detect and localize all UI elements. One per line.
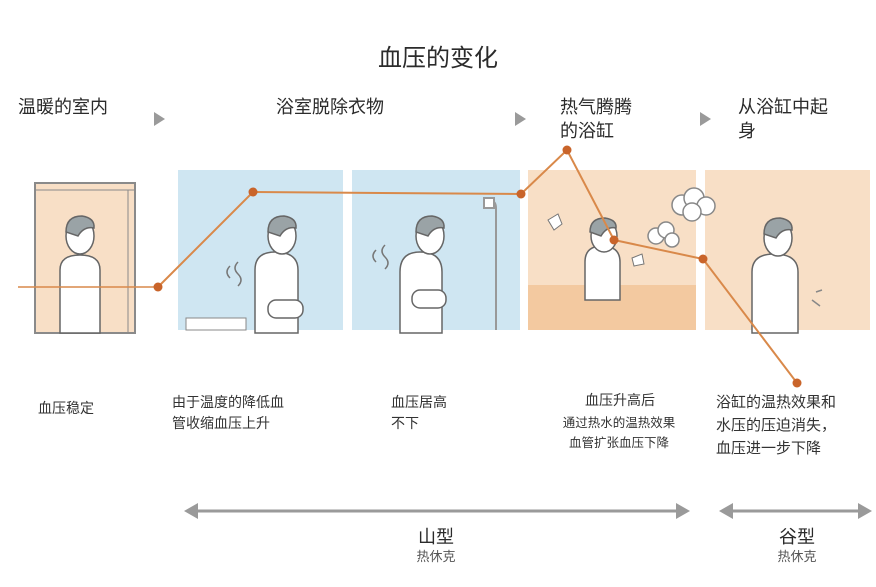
bp-point xyxy=(698,254,708,264)
bp-point xyxy=(609,235,619,245)
desc-stable: 血压稳定 xyxy=(38,401,94,417)
page-title: 血压的变化 xyxy=(378,44,498,72)
shower-icon xyxy=(483,197,497,330)
bp-point xyxy=(792,378,802,388)
sweat-drop-icon xyxy=(547,213,563,231)
steam-cloud-icon xyxy=(647,187,716,248)
desc-after-rise: 血压升高后 xyxy=(585,393,655,409)
person-figure-icon xyxy=(59,215,101,334)
category-valley: 谷型 xyxy=(779,527,815,548)
category-mountain: 山型 xyxy=(418,527,454,548)
person-figure-icon xyxy=(254,215,304,334)
shiver-icon xyxy=(234,261,242,287)
desc-rise: 由于温度的降低血 管收缩血压上升 xyxy=(172,395,284,432)
bp-point xyxy=(153,282,163,292)
bp-points xyxy=(153,145,802,388)
stage-label-stand-up: 从浴缸中起 身 xyxy=(738,97,828,142)
play-arrow-icon xyxy=(700,112,711,126)
desc-further-drop: 浴缸的温热效果和 水压的压迫消失， 血压进一步下降 xyxy=(716,393,837,457)
stage-label-undress: 浴室脱除衣物 xyxy=(276,97,384,118)
bench-icon xyxy=(185,317,247,331)
bp-point xyxy=(248,187,258,197)
person-figure-icon xyxy=(751,217,799,334)
person-figure-icon xyxy=(399,215,447,334)
person-figure-icon xyxy=(584,217,621,301)
category-mountain-sub: 热休克 xyxy=(416,550,456,565)
bp-point xyxy=(562,145,572,155)
bp-point xyxy=(516,189,526,199)
category-valley-sub: 热休克 xyxy=(777,550,817,565)
stage-label-warm-room: 温暖的室内 xyxy=(18,97,108,118)
double-arrow-icon xyxy=(719,503,872,519)
desc-dilation: 通过热水的温热效果 血管扩张血压下降 xyxy=(562,415,676,450)
play-arrow-icon xyxy=(154,112,165,126)
play-arrow-icon xyxy=(515,112,526,126)
double-arrow-icon xyxy=(184,503,690,519)
desc-stay-high: 血压居高 不下 xyxy=(391,395,447,432)
stage-label-hot-bath: 热气腾腾 的浴缸 xyxy=(560,97,632,142)
